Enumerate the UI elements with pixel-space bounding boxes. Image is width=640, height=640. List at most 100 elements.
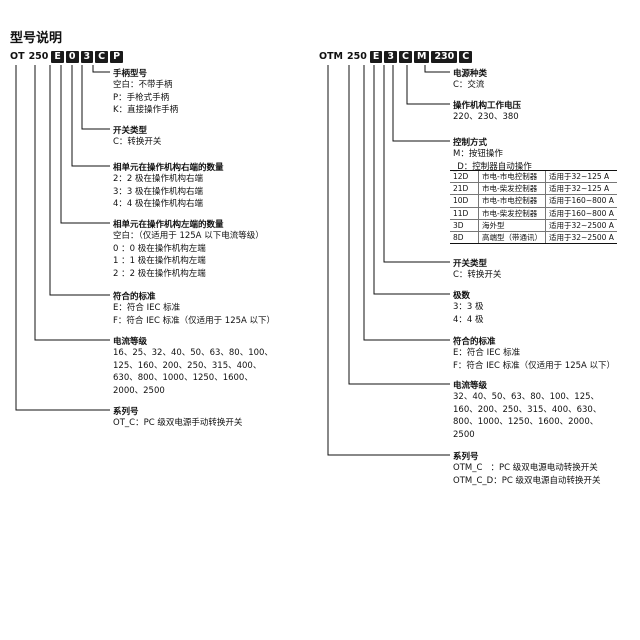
section-switch-right: 开关类型 C：转换开关 xyxy=(453,257,501,282)
section-line: 2000、2500 xyxy=(113,385,165,396)
section-head: 开关类型 xyxy=(453,259,488,269)
section-line: F：符合 IEC 标准（仅适用于 125A 以下） xyxy=(453,360,616,371)
section-head: 开关类型 xyxy=(113,126,148,136)
controller-cell: 市电-柴发控制器 xyxy=(478,182,546,196)
section-line: 125、160、200、250、315、400、 xyxy=(113,360,262,371)
code-handle: P xyxy=(110,51,124,63)
line-series-left xyxy=(15,65,110,411)
line-handle xyxy=(92,65,110,73)
line-left-poles xyxy=(60,65,110,224)
code-switch: C xyxy=(95,51,109,63)
section-line: 3：3 极在操作机构右端 xyxy=(113,186,204,197)
controller-cell: 适用于32~2500 A xyxy=(544,219,617,232)
section-line: C：交流 xyxy=(453,80,485,90)
section-current-right: 电流等级 32、40、50、63、80、100、125、 160、200、250… xyxy=(453,379,601,441)
section-line: 3：3 极 xyxy=(453,302,484,312)
section-handle: 手柄型号 空白：不带手柄 P：手枪式手柄 K：直接操作手柄 xyxy=(113,67,178,117)
section-line: K：直接操作手柄 xyxy=(113,105,179,116)
section-head: 符合的标准 xyxy=(113,292,156,302)
section-head: 操作机构工作电压 xyxy=(453,101,522,111)
code-standard: E xyxy=(51,51,64,63)
section-line: 32、40、50、63、80、100、125、 xyxy=(453,392,600,402)
section-line: E：符合 IEC 标准 xyxy=(453,348,521,358)
code-standard: E xyxy=(369,51,383,63)
section-head: 极数 xyxy=(453,291,471,301)
controller-cell: 8D xyxy=(450,231,479,245)
code-left-poles: 0 xyxy=(65,51,79,63)
section-standard-right: 符合的标准 E：符合 IEC 标准 F：符合 IEC 标准（仅适用于 125A … xyxy=(453,335,615,372)
section-line: C：转换开关 xyxy=(453,270,502,280)
code-power: C xyxy=(459,51,473,63)
section-line: M：按钮操作 xyxy=(453,149,503,159)
section-line: OT_C：PC 级双电源手动转换开关 xyxy=(113,418,243,428)
section-head: 系列号 xyxy=(453,452,479,462)
controller-cell: 市电-柴发控制器 xyxy=(478,207,546,220)
section-line: 1 ：1 极在操作机构左端 xyxy=(113,256,206,267)
section-right-poles: 相单元在操作机构右端的数量 2：2 极在操作机构右端 3：3 极在操作机构右端 … xyxy=(113,161,224,211)
section-line: OTM_C ：PC 级双电源电动转换开关 xyxy=(453,463,598,473)
controller-cell: 高端型（带通讯） xyxy=(478,231,546,245)
section-head: 手柄型号 xyxy=(113,69,148,79)
controller-cell: 12D xyxy=(450,169,479,184)
section-line: C：转换开关 xyxy=(113,137,162,147)
page-title: 型号说明 xyxy=(10,31,63,46)
section-line: 4：4 极 xyxy=(453,314,484,325)
section-current-left: 电流等级 16、25、32、40、50、63、80、100、 125、160、2… xyxy=(113,335,273,397)
line-current-left xyxy=(34,65,110,341)
section-line: 160、200、250、315、400、630、 xyxy=(453,404,602,415)
section-standard-left: 符合的标准 E：符合 IEC 标准 F：符合 IEC 标准（仅适用于 125A … xyxy=(113,290,275,327)
section-head: 相单元在操作机构左端的数量 xyxy=(113,220,224,230)
line-right-poles xyxy=(71,65,110,167)
section-line: E：符合 IEC 标准 xyxy=(113,303,181,313)
line-voltage xyxy=(406,65,450,105)
section-power: 电源种类 C：交流 xyxy=(453,67,487,92)
section-control: 控制方式 M：按钮操作 _D：控制器自动操作 xyxy=(453,136,532,173)
line-standard-left xyxy=(49,65,110,296)
line-control xyxy=(392,65,450,142)
code-current: 250 xyxy=(347,51,367,62)
section-switch-left: 开关类型 C：转换开关 xyxy=(113,124,161,149)
section-series-left: 系列号 OT_C：PC 级双电源手动转换开关 xyxy=(113,405,242,430)
controller-cell: 适用于160~800 A xyxy=(544,207,617,220)
section-left-poles: 相单元在操作机构左端的数量 空白：（仅适用于 125A 以下电流等级） 0 ：0… xyxy=(113,218,264,280)
code-otm: OTM xyxy=(319,51,344,62)
line-current-right xyxy=(348,65,450,385)
code-voltage: 230 xyxy=(431,51,458,63)
line-poles xyxy=(373,65,450,295)
controller-cell: 适用于32~125 A xyxy=(544,182,617,196)
section-line: 0 ：0 极在操作机构左端 xyxy=(113,243,206,254)
controller-cell: 市电-市电控制器 xyxy=(478,194,546,208)
section-head: 符合的标准 xyxy=(453,337,496,347)
code-ot: OT xyxy=(10,51,25,62)
section-head: 电流等级 xyxy=(453,381,488,391)
section-line: 2500 xyxy=(453,429,475,440)
left-model-code: OT 250 E 0 3 C P xyxy=(9,51,124,63)
controller-cell: 10D xyxy=(450,194,479,208)
code-poles: 3 xyxy=(384,51,397,63)
code-right-poles: 3 xyxy=(80,51,94,63)
section-line: 2 ：2 极在操作机构左端 xyxy=(113,268,206,279)
section-line: 220、230、380 xyxy=(453,112,519,122)
controller-cell: 21D xyxy=(450,182,479,196)
section-head: 控制方式 xyxy=(453,138,488,148)
section-line: OTM_C_D：PC 级双电源自动转换开关 xyxy=(453,475,601,486)
code-current: 250 xyxy=(28,51,49,62)
section-series-right: 系列号 OTM_C ：PC 级双电源电动转换开关 OTM_C_D：PC 级双电源… xyxy=(453,450,600,487)
line-standard-right xyxy=(363,65,450,341)
controller-cell: 市电-市电控制器 xyxy=(478,169,546,184)
section-head: 电源种类 xyxy=(453,69,488,79)
section-head: 电流等级 xyxy=(113,337,148,347)
line-series-right xyxy=(327,65,450,456)
section-line: P：手枪式手柄 xyxy=(113,92,170,103)
controller-cell: 11D xyxy=(450,207,479,220)
line-switch-left xyxy=(81,65,110,130)
section-line: 4：4 极在操作机构右端 xyxy=(113,199,204,210)
line-switch-right xyxy=(383,65,450,263)
